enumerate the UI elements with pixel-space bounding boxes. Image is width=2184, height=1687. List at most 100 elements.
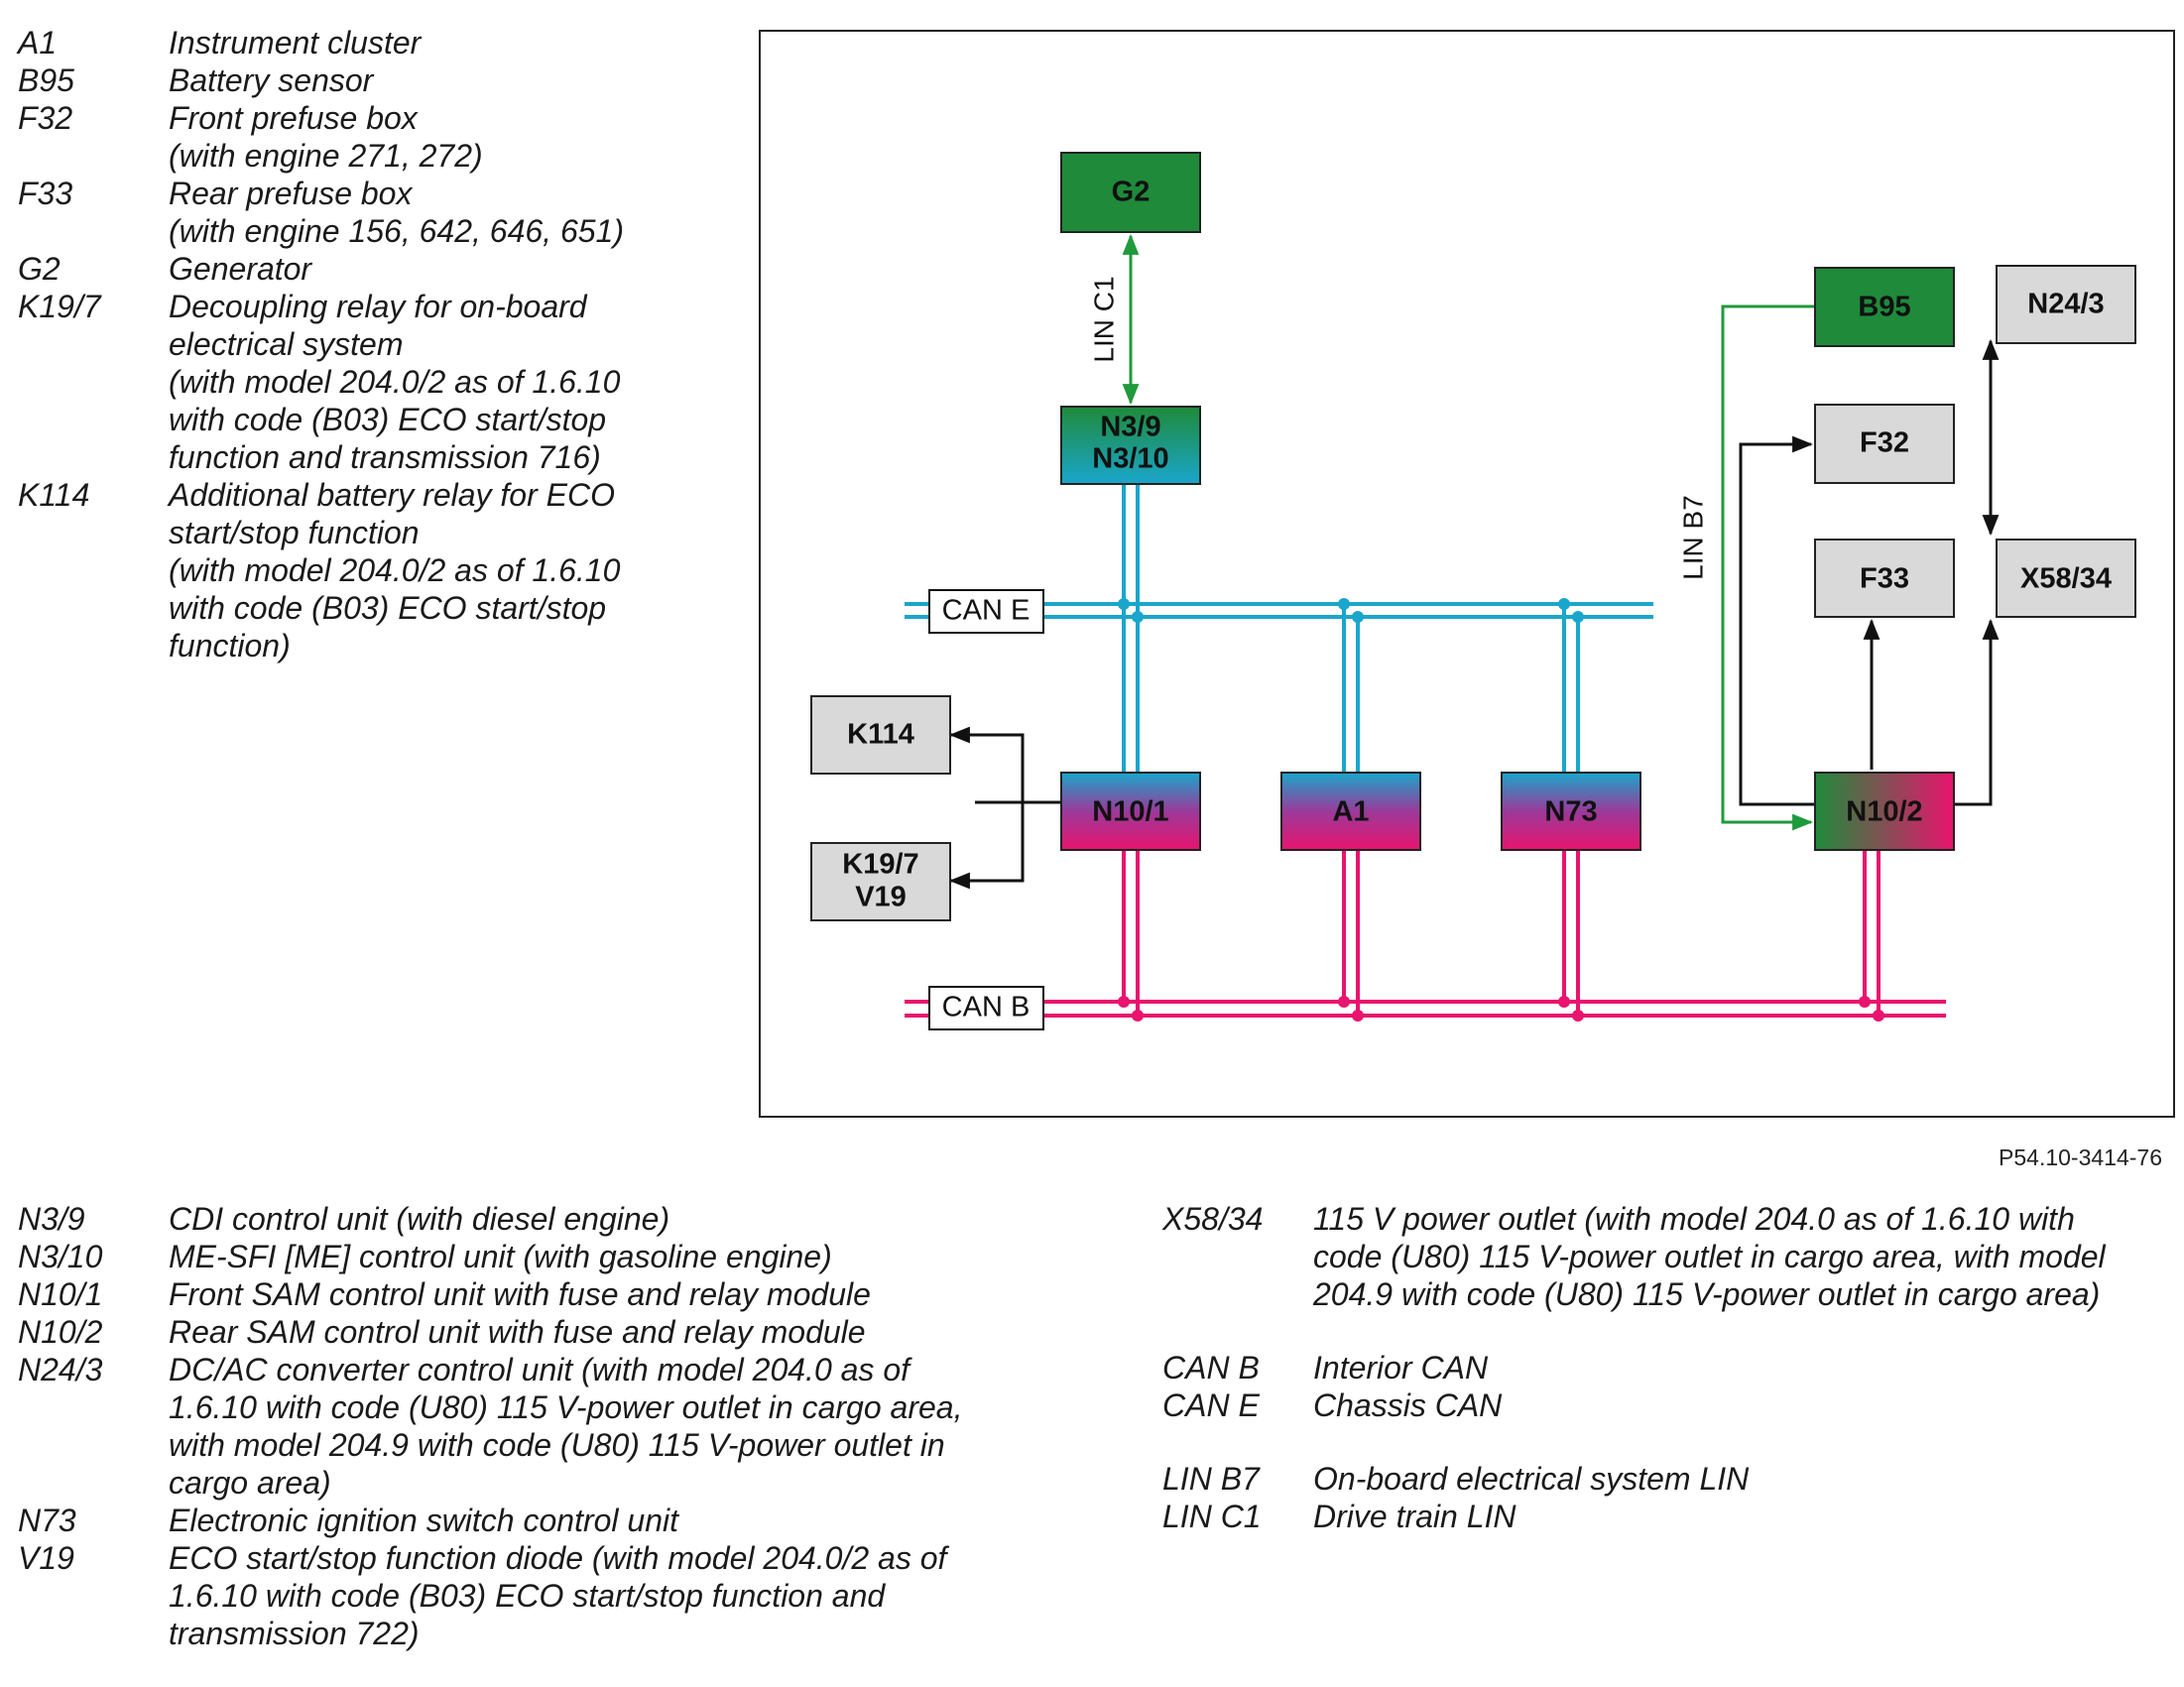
legend-code: LIN C1 <box>1162 1499 1262 1534</box>
lin-b7-line <box>1721 304 1816 831</box>
legend-bottom-left: N3/9 CDI control unit (with diesel engine… <box>18 1200 1010 1652</box>
network-diagram: LIN C1 LIN B7 CAN E CAN B G2 N3/9 N3/10 <box>759 30 2175 1118</box>
legend-description: Generator <box>169 251 312 287</box>
box-v19-label: V19 <box>855 882 907 913</box>
legend-item: X58/34 115 V power outlet (with model 204… <box>1162 1200 2164 1313</box>
legend-description: Instrument cluster <box>169 25 422 60</box>
box-n73-label: N73 <box>1544 796 1597 828</box>
can-e-label: CAN E <box>942 595 1031 627</box>
can-e-label-box: CAN E <box>928 589 1044 634</box>
legend-description: 115 V power outlet (with model 204.0 as … <box>1313 1201 2106 1312</box>
legend-item: N24/3 DC/AC converter control unit (with … <box>18 1351 1010 1502</box>
legend-description: Rear SAM control unit with fuse and rela… <box>169 1314 866 1350</box>
box-n24-3-label: N24/3 <box>2027 289 2104 320</box>
legend-description: Chassis CAN <box>1313 1387 1503 1423</box>
legend-item: CAN E Chassis CAN <box>1162 1386 2164 1424</box>
legend-description: DC/AC converter control unit (with model… <box>169 1352 963 1501</box>
legend-code: CAN B <box>1162 1350 1260 1386</box>
can-b-junctions <box>1118 996 1884 1022</box>
box-n3-9-n3-10: N3/9 N3/10 <box>1060 406 1201 485</box>
legend-code: A1 <box>18 25 58 60</box>
legend-code: N3/10 <box>18 1239 103 1274</box>
legend-description: Decoupling relay for on-board electrical… <box>169 289 621 475</box>
legend-description: ECO start/stop function diode (with mode… <box>169 1540 947 1651</box>
legend-code: K114 <box>18 477 90 513</box>
box-n10-2: N10/2 <box>1814 772 1955 851</box>
legend-description: ME-SFI [ME] control unit (with gasoline … <box>169 1239 832 1274</box>
legend-description: CDI control unit (with diesel engine) <box>169 1201 670 1237</box>
legend-code: N73 <box>18 1503 76 1538</box>
legend-code: F32 <box>18 100 73 136</box>
box-a1: A1 <box>1280 772 1421 851</box>
can-e-junctions <box>1118 598 1584 623</box>
box-n10-2-label: N10/2 <box>1846 796 1922 828</box>
legend-item: LIN C1 Drive train LIN <box>1162 1498 2164 1535</box>
legend-code: N24/3 <box>18 1352 103 1387</box>
legend-item: G2 Generator <box>18 250 692 288</box>
legend-item: N10/1 Front SAM control unit with fuse an… <box>18 1275 1010 1313</box>
legend-code: G2 <box>18 251 61 287</box>
legend-code: X58/34 <box>1162 1201 1264 1237</box>
box-b95-label: B95 <box>1858 292 1910 323</box>
legend-code: CAN E <box>1162 1387 1260 1423</box>
can-b-label-box: CAN B <box>928 986 1044 1030</box>
reference-number: P54.10-3414-76 <box>1999 1145 2162 1170</box>
legend-description: Front SAM control unit with fuse and rel… <box>169 1276 871 1312</box>
box-k114-label: K114 <box>847 719 914 751</box>
legend-item: N3/10 ME-SFI [ME] control unit (with gaso… <box>18 1238 1010 1275</box>
legend-description: On-board electrical system LIN <box>1313 1461 1750 1497</box>
legend-description: Drive train LIN <box>1313 1499 1517 1534</box>
box-n73: N73 <box>1501 772 1641 851</box>
box-n10-1: N10/1 <box>1060 772 1201 851</box>
legend-description: Additional battery relay for ECO start/s… <box>169 477 621 663</box>
legend-item: F33 Rear prefuse box (with engine 156, 64… <box>18 175 692 250</box>
legend-code: F33 <box>18 176 73 211</box>
box-k19-7-label: K19/7 <box>842 849 918 881</box>
box-g2: G2 <box>1060 152 1201 233</box>
legend-item: A1 Instrument cluster <box>18 24 692 61</box>
box-n24-3: N24/3 <box>1996 265 2136 344</box>
can-b-connections <box>1122 845 1881 1016</box>
legend-bottom-right: X58/34 115 V power outlet (with model 204… <box>1162 1200 2164 1535</box>
legend-spacer <box>1162 1313 2164 1349</box>
lin-b7-label: LIN B7 <box>1677 495 1708 580</box>
legend-description: Interior CAN <box>1313 1350 1489 1386</box>
legend-item: V19 ECO start/stop function diode (with m… <box>18 1539 1010 1652</box>
legend-item: K19/7 Decoupling relay for on-board elect… <box>18 288 692 476</box>
box-f32: F32 <box>1814 404 1955 484</box>
box-n3-9-label: N3/9 <box>1100 412 1160 443</box>
legend-description: Front prefuse box (with engine 271, 272) <box>169 100 483 174</box>
legend-item: F32 Front prefuse box (with engine 271, 2… <box>18 99 692 175</box>
legend-item: N3/9 CDI control unit (with diesel engine… <box>18 1200 1010 1238</box>
legend-item: B95 Battery sensor <box>18 61 692 99</box>
box-n3-10-label: N3/10 <box>1092 443 1168 475</box>
box-k114: K114 <box>810 695 951 775</box>
box-f33-label: F33 <box>1860 563 1909 595</box>
legend-item: LIN B7 On-board electrical system LIN <box>1162 1460 2164 1498</box>
box-n10-1-label: N10/1 <box>1092 796 1168 828</box>
legend-description: Rear prefuse box (with engine 156, 642, … <box>169 176 624 249</box>
legend-code: LIN B7 <box>1162 1461 1260 1497</box>
box-a1-label: A1 <box>1332 796 1369 828</box>
legend-code: K19/7 <box>18 289 101 324</box>
box-x58-34-label: X58/34 <box>2020 563 2112 595</box>
lin-c1-label: LIN C1 <box>1088 276 1119 362</box>
legend-code: N10/2 <box>18 1314 103 1350</box>
box-f32-label: F32 <box>1860 427 1909 459</box>
box-k19-7-v19: K19/7 V19 <box>810 842 951 921</box>
can-e-connections <box>1122 484 1580 773</box>
box-g2-label: G2 <box>1112 177 1151 208</box>
box-f33: F33 <box>1814 539 1955 618</box>
legend-code: N10/1 <box>18 1276 103 1312</box>
legend-item: CAN B Interior CAN <box>1162 1349 2164 1386</box>
legend-item: N10/2 Rear SAM control unit with fuse and… <box>18 1313 1010 1351</box>
legend-code: V19 <box>18 1540 74 1576</box>
box-b95: B95 <box>1814 267 1955 347</box>
legend-code: N3/9 <box>18 1201 85 1237</box>
legend-code: B95 <box>18 62 74 98</box>
box-x58-34: X58/34 <box>1996 539 2136 618</box>
legend-spacer <box>1162 1424 2164 1460</box>
legend-description: Battery sensor <box>169 62 374 98</box>
